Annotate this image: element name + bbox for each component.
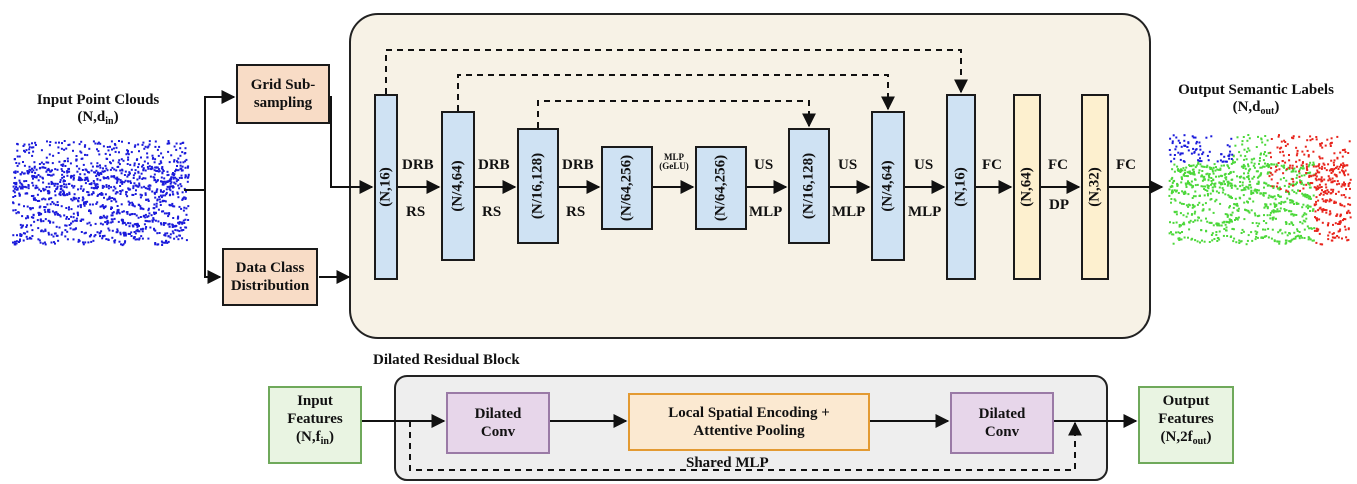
head-tensor-2: (N,32) [1081,94,1109,280]
output-point-cloud-image [1168,134,1352,246]
op-mlp-gelu: MLP(GeLU) [659,152,689,172]
op-rs-3: RS [566,204,586,220]
decoder-tensor-3: (N/4,64) [871,111,905,261]
op-us-3: US [914,157,934,173]
arrow-to-class-dist [184,189,222,284]
op-drb-1: DRB [402,157,434,173]
op-us-1: US [754,157,774,173]
shared-mlp-label: Shared MLP [686,455,769,471]
encoder-tensor-4: (N/64,256) [601,146,653,230]
op-dp: DP [1049,197,1069,213]
op-mlp-2: MLP [832,204,866,220]
encoder-tensor-3: (N/16,128) [517,128,559,244]
decoder-tensor-2: (N/16,128) [788,128,830,244]
local-spatial-encoding-box: Local Spatial Encoding + Attentive Pooli… [628,393,870,451]
skip-connection-1 [385,49,968,94]
output-label: Output Semantic Labels (N,dout) [1178,82,1334,118]
op-mlp-1: MLP [749,204,783,220]
encoder-tensor-2: (N/4,64) [441,111,475,261]
op-fc-3: FC [1116,157,1136,173]
grid-subsampling-box: Grid Sub-sampling [236,64,330,124]
encoder-tensor-1: (N,16) [374,94,398,280]
decoder-tensor-1: (N/64,256) [695,146,747,230]
op-fc-2: FC [1048,157,1068,173]
skip-connection-3 [537,100,816,128]
op-mlp-3: MLP [908,204,942,220]
head-tensor-1: (N,64) [1013,94,1041,280]
data-class-distribution-box: Data Class Distribution [222,248,318,306]
op-rs-2: RS [482,204,502,220]
input-features-box: Input Features (N,fin) [268,386,362,464]
op-drb-2: DRB [478,157,510,173]
op-fc-1: FC [982,157,1002,173]
op-us-2: US [838,157,858,173]
arrow-grid-to-encoder [330,96,374,194]
dilated-conv-box-2: Dilated Conv [950,392,1054,454]
shared-mlp-residual [409,421,1082,471]
decoder-tensor-4: (N,16) [946,94,976,280]
input-point-cloud-image [12,140,190,247]
op-rs-1: RS [406,204,426,220]
output-features-box: Output Features (N,2fout) [1138,386,1234,464]
op-drb-3: DRB [562,157,594,173]
dilated-conv-box-1: Dilated Conv [446,392,550,454]
connection-arrows [184,49,1164,471]
drb-title: Dilated Residual Block [373,352,520,368]
input-label: Input Point Clouds (N,din) [36,92,160,128]
arrow-to-grid [184,90,236,191]
